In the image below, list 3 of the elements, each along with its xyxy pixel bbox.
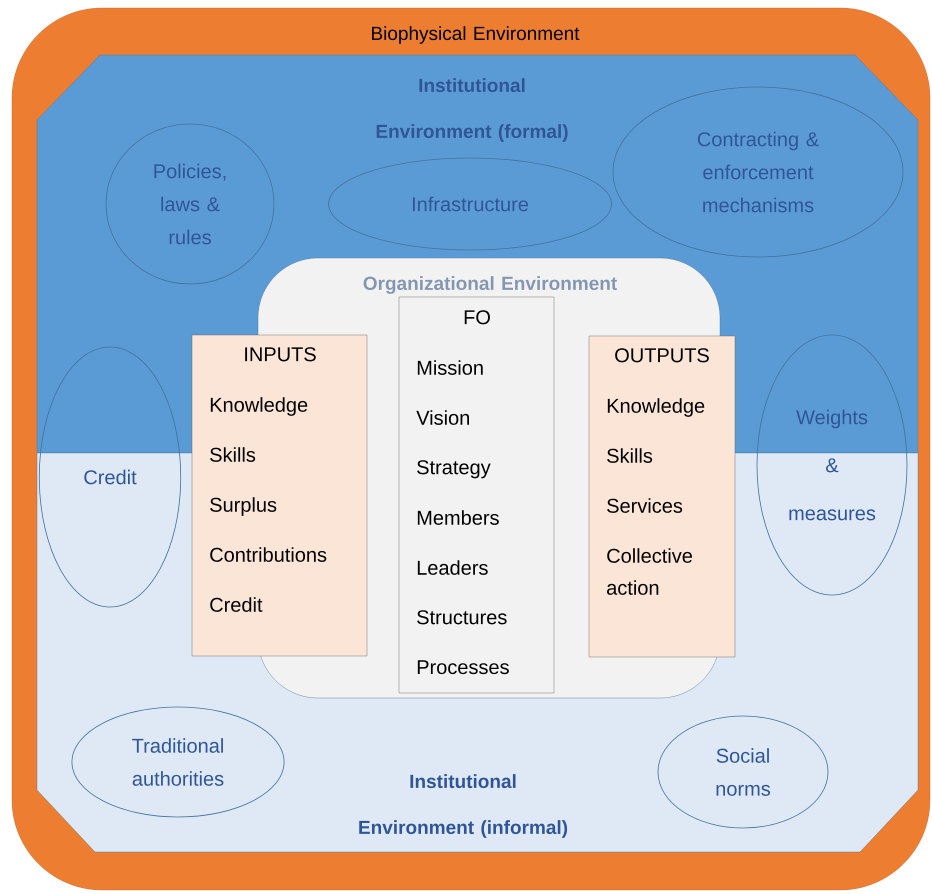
list-box: FO Mission Vision Strategy Members Leaders Structures Processes: [398, 296, 554, 694]
list-box: INPUTS Knowledge Skills Surplus Contributions Credit: [192, 334, 368, 656]
list-box: OUTPUTS Knowledge Skills Services Collective action: [588, 336, 736, 658]
